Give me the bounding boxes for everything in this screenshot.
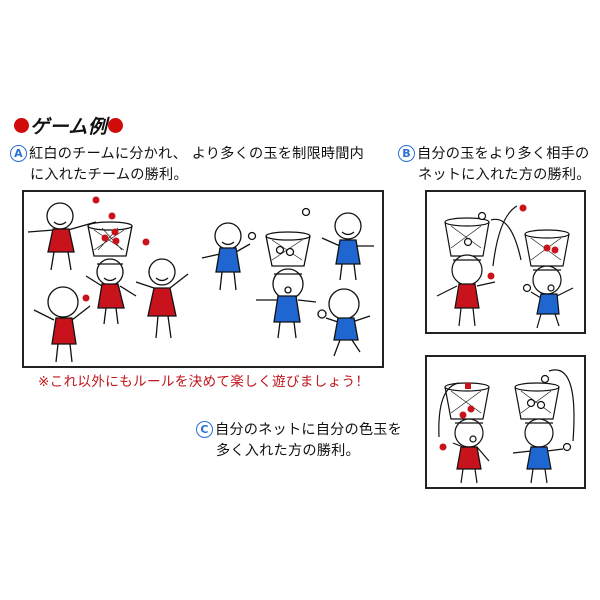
circled-b-icon: B <box>398 145 415 162</box>
red-bullet-icon <box>108 118 124 133</box>
illustration-c-drawing <box>438 369 575 484</box>
rule-c-line2: 多く入れた方の勝利。 <box>216 443 360 459</box>
rule-a-line2: に入れたチームの勝利。 <box>30 167 188 183</box>
section-heading: ゲーム例 <box>13 112 124 139</box>
illustration-a <box>22 190 384 368</box>
illustration-c <box>425 355 586 489</box>
circled-c-icon: C <box>196 421 213 438</box>
rule-c-line1: 自分のネットに自分の色玉を <box>215 422 403 438</box>
rule-b-line1: 自分の玉をより多く相手の <box>417 146 590 162</box>
heading-title: ゲーム例 <box>30 116 108 138</box>
illustration-b-drawing <box>436 204 574 329</box>
red-bullet-icon <box>14 118 29 133</box>
rule-a-line1: 紅白のチームに分かれ、 より多くの玉を制限時間内 <box>29 146 365 162</box>
illustration-a-drawing <box>27 196 374 363</box>
rule-b-line2: ネットに入れた方の勝利。 <box>418 167 591 183</box>
circled-a-icon: A <box>10 145 27 162</box>
illustration-b <box>425 190 586 334</box>
note-text: ※これ以外にもルールを決めて楽しく遊びましょう！ <box>38 374 370 390</box>
